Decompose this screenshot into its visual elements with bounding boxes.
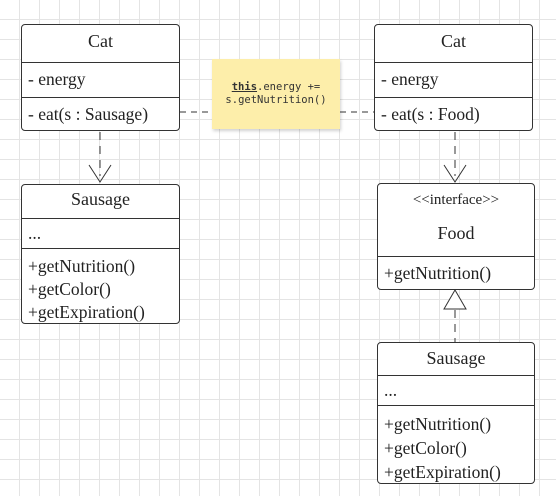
left-cat-class[interactable]: Cat - energy - eat(s : Sausage) bbox=[21, 24, 180, 131]
code-note[interactable]: this.energy += s.getNutrition() bbox=[212, 59, 340, 129]
right-cat-attribute: - energy bbox=[375, 62, 532, 97]
right-sausage-method: +getNutrition() bbox=[384, 414, 492, 434]
left-sausage-attribute: ... bbox=[22, 218, 179, 248]
right-sausage-class[interactable]: Sausage ... +getNutrition() +getColor() … bbox=[377, 342, 535, 484]
left-cat-name: Cat bbox=[88, 31, 113, 51]
right-cat-method: - eat(s : Food) bbox=[375, 97, 532, 130]
left-sausage-class[interactable]: Sausage ... +getNutrition() +getColor() … bbox=[21, 184, 180, 324]
dependency-arrowhead-right bbox=[443, 164, 467, 183]
left-sausage-method: +getExpiration() bbox=[28, 302, 145, 322]
right-sausage-methods: +getNutrition() +getColor() +getExpirati… bbox=[378, 405, 534, 483]
note-line-1-rest: .energy += bbox=[257, 81, 321, 93]
right-cat-name: Cat bbox=[441, 31, 466, 51]
left-sausage-method: +getColor() bbox=[28, 279, 111, 299]
left-sausage-name: Sausage bbox=[71, 189, 130, 209]
left-sausage-methods: +getNutrition() +getColor() +getExpirati… bbox=[22, 248, 179, 323]
food-interface[interactable]: <<interface>> Food +getNutrition() bbox=[377, 183, 535, 290]
food-header: <<interface>> Food bbox=[378, 184, 534, 256]
right-cat-class[interactable]: Cat - energy - eat(s : Food) bbox=[374, 24, 533, 131]
food-method: +getNutrition() bbox=[378, 256, 534, 289]
left-cat-attribute: - energy bbox=[22, 62, 179, 97]
left-cat-method: - eat(s : Sausage) bbox=[22, 97, 179, 130]
note-keyword: this bbox=[231, 81, 258, 93]
note-line-2: s.getNutrition() bbox=[225, 94, 327, 106]
note-line-1: this.energy += bbox=[212, 81, 340, 94]
dependency-arrowhead-left bbox=[88, 164, 112, 183]
right-sausage-attribute: ... bbox=[378, 375, 534, 405]
food-stereotype: <<interface>> bbox=[412, 192, 500, 208]
realization-triangle bbox=[443, 289, 467, 310]
right-sausage-method: +getExpiration() bbox=[384, 462, 501, 482]
right-sausage-name: Sausage bbox=[426, 348, 486, 368]
left-sausage-method: +getNutrition() bbox=[28, 256, 136, 276]
food-name: Food bbox=[437, 223, 475, 243]
right-sausage-method: +getColor() bbox=[384, 438, 467, 458]
